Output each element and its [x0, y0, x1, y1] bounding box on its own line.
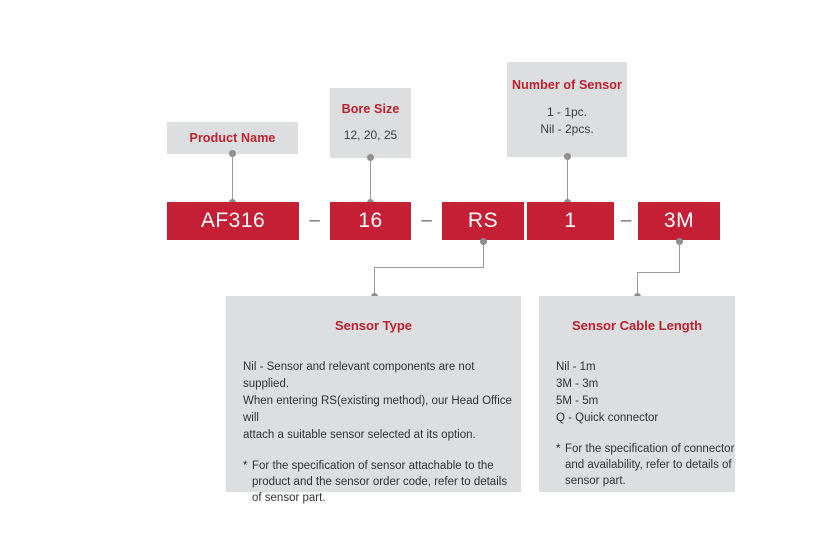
code-segment-sensor-cable-length[interactable]: 3M: [638, 202, 720, 240]
code-segment-sensor-type-value: RS: [467, 209, 499, 232]
code-separator-3: –: [620, 210, 632, 231]
cable-length-option-4: Q - Quick connector: [556, 412, 659, 424]
callout-product-name: Product Name: [167, 122, 298, 154]
panel-sensor-type-note-line-2: product and the sensor order code, refer…: [252, 476, 508, 488]
panel-sensor-type-paragraph-line-1: Nil - Sensor and relevant components are…: [243, 361, 475, 390]
code-segment-product-name-value: AF316: [200, 209, 266, 232]
code-segment-bore-size-value: 16: [358, 209, 383, 232]
connector-line-product-name: [232, 153, 233, 203]
connector-line-number-of-sensor: [567, 156, 568, 203]
code-segment-sensor-type[interactable]: RS: [442, 202, 524, 240]
panel-sensor-type-paragraph: Nil - Sensor and relevant components are…: [243, 359, 521, 444]
panel-sensor-type-paragraph-line-2: When entering RS(existing method), our H…: [243, 395, 512, 424]
code-segment-sensor-cable-length-value: 3M: [663, 209, 695, 232]
panel-sensor-cable-length-note-line-3: sensor part.: [565, 475, 626, 487]
panel-sensor-type: Sensor Type Nil - Sensor and relevant co…: [226, 296, 521, 504]
panel-sensor-cable-length-options: Nil - 1m 3M - 3m 5M - 5m Q - Quick conne…: [556, 359, 735, 427]
panel-sensor-type-note-line-3: of sensor part.: [252, 492, 326, 504]
panel-sensor-cable-length-note: * For the specification of connector and…: [556, 441, 735, 489]
callout-number-of-sensor: Number of Sensor 1 - 1pc. Nil - 2pcs.: [507, 62, 627, 157]
connector-line-bore-size: [370, 157, 371, 203]
cable-length-option-3: 5M - 5m: [556, 395, 599, 407]
panel-sensor-cable-length-note-line-2: and availability, refer to details of: [565, 459, 732, 471]
panel-sensor-cable-length-title: Sensor Cable Length: [571, 318, 703, 333]
panel-sensor-type-note: * For the specification of sensor attach…: [243, 458, 521, 506]
cable-length-option-1: Nil - 1m: [556, 361, 596, 373]
connector-line-cable-length-h: [637, 272, 680, 273]
code-separator-2: –: [421, 210, 432, 231]
panel-sensor-type-note-line-1: For the specification of sensor attachab…: [252, 460, 494, 472]
code-separator-1: –: [309, 210, 320, 231]
code-segment-number-of-sensor-value: 1: [564, 209, 577, 232]
callout-bore-size: Bore Size 12, 20, 25: [330, 88, 411, 158]
panel-sensor-cable-length-note-marker: *: [556, 443, 561, 455]
callout-number-of-sensor-line-2: Nil - 2pcs.: [540, 122, 594, 136]
panel-sensor-type-paragraph-line-3: attach a suitable sensor selected at its…: [243, 429, 476, 441]
callout-number-of-sensor-line-1: 1 - 1pc.: [546, 105, 588, 119]
callout-bore-size-title: Bore Size: [341, 102, 400, 116]
callout-product-name-title: Product Name: [189, 131, 276, 145]
callout-number-of-sensor-title: Number of Sensor: [512, 78, 622, 92]
panel-sensor-cable-length: Sensor Cable Length Nil - 1m 3M - 3m 5M …: [539, 296, 735, 492]
connector-line-sensor-type-v1: [483, 241, 484, 267]
callout-bore-size-values: 12, 20, 25: [343, 128, 398, 142]
cable-length-option-2: 3M - 3m: [556, 378, 599, 390]
code-segment-product-name[interactable]: AF316: [167, 202, 299, 240]
code-segment-number-of-sensor[interactable]: 1: [527, 202, 614, 240]
panel-sensor-cable-length-note-line-1: For the specification of connector: [565, 443, 735, 455]
connector-line-sensor-type-h: [374, 267, 484, 268]
connector-line-sensor-type-v2: [374, 267, 375, 297]
connector-line-cable-length-v2: [637, 272, 638, 297]
connector-line-cable-length-v1: [679, 241, 680, 272]
panel-sensor-type-title: Sensor Type: [334, 318, 413, 333]
code-segment-bore-size[interactable]: 16: [330, 202, 411, 240]
panel-sensor-type-note-marker: *: [243, 460, 248, 472]
